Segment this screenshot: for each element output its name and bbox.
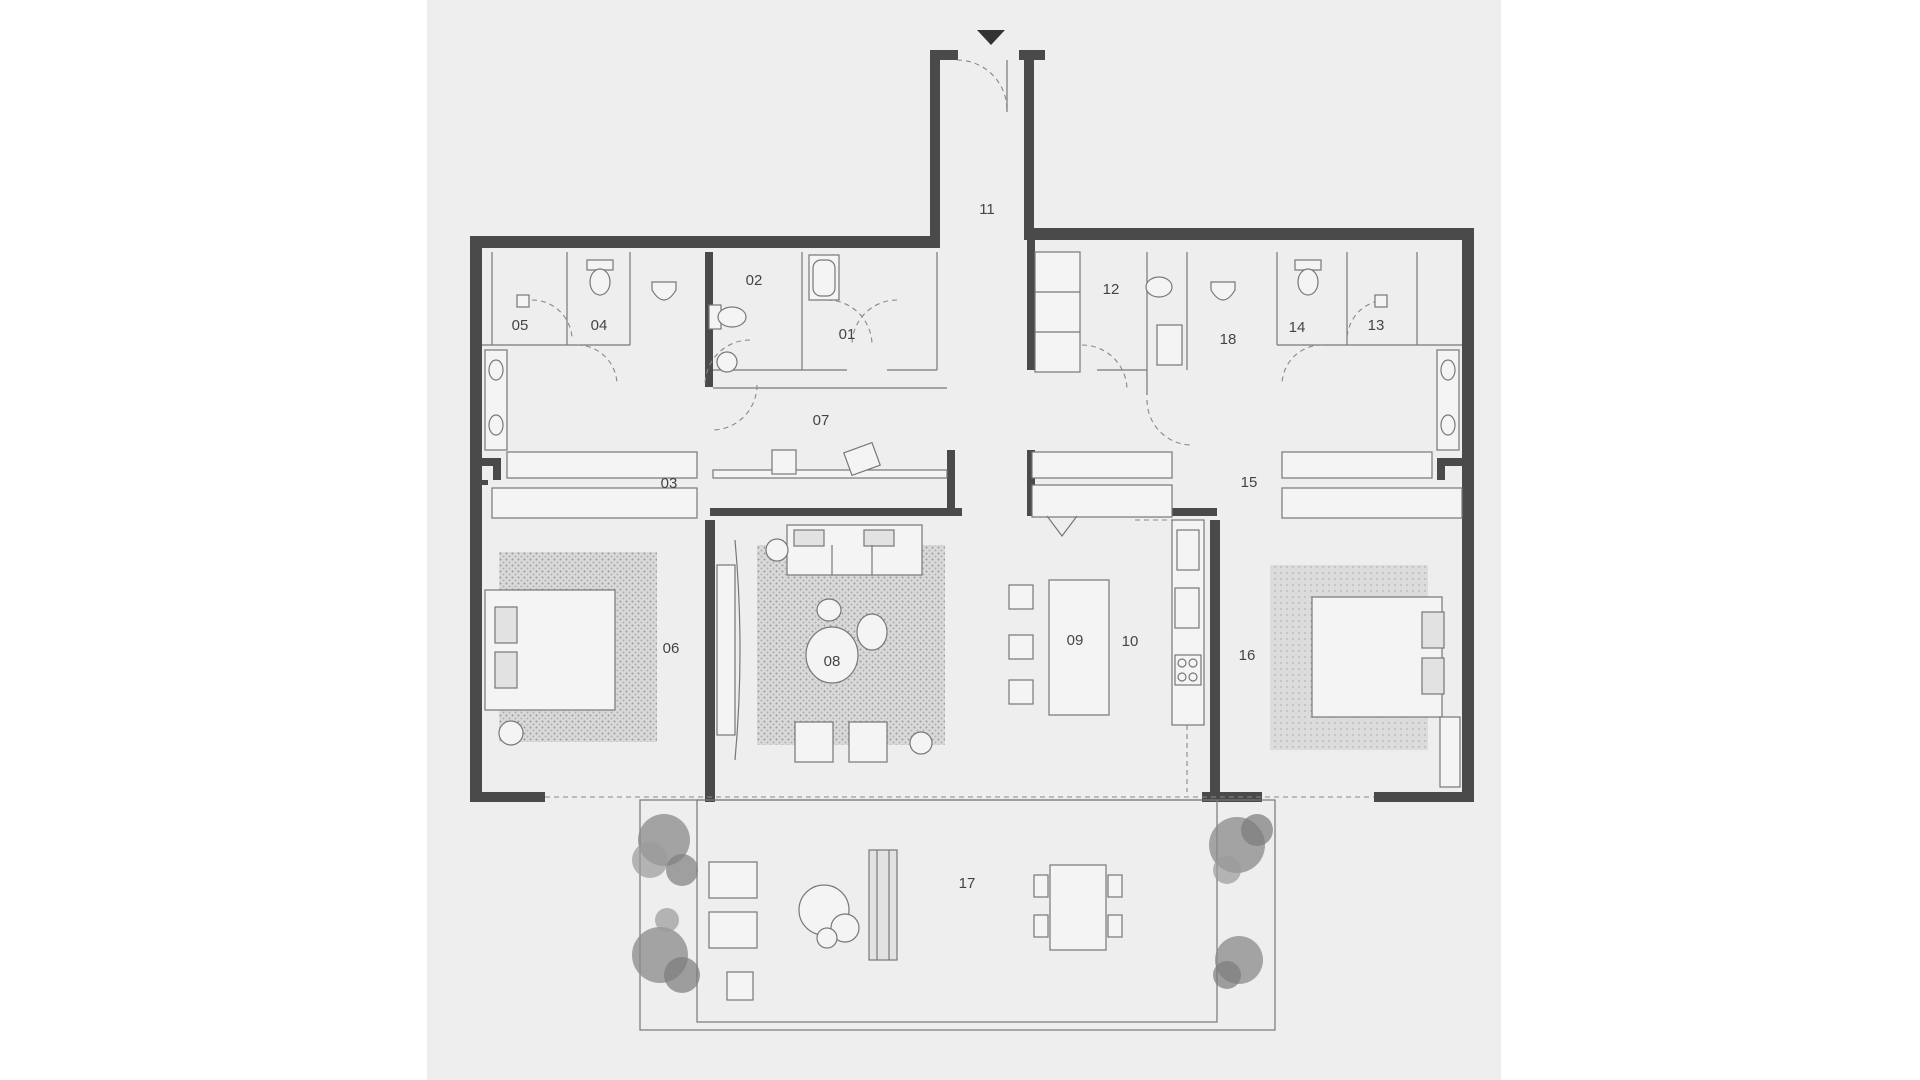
room-label-16: 16	[1239, 647, 1256, 664]
room-label-17: 17	[959, 875, 976, 892]
room-label-18: 18	[1220, 331, 1237, 348]
shower-icon	[516, 294, 530, 308]
armchair-icon	[848, 721, 888, 763]
room-label-04: 04	[591, 317, 608, 334]
armchair-icon	[771, 449, 797, 475]
room-label-05: 05	[512, 317, 529, 334]
bedroom-right	[1270, 565, 1461, 788]
bedroom-left	[484, 552, 657, 746]
room-label-13: 13	[1368, 317, 1385, 334]
terrace	[632, 799, 1276, 1031]
room-label-08: 08	[824, 653, 841, 670]
room-label-03: 03	[661, 475, 678, 492]
room-label-07: 07	[813, 412, 830, 429]
floor-plan: 01 02 03 04 05 06 07 08 09 10 11 12 13 1…	[470, 30, 1474, 1031]
doors	[531, 59, 1388, 446]
room-label-01: 01	[839, 326, 856, 343]
room-labels: 01 02 03 04 05 06 07 08 09 10 11 12 13 1…	[512, 201, 1385, 892]
dining-table-icon	[1049, 864, 1107, 951]
armchair-icon	[708, 861, 758, 899]
room-label-15: 15	[1241, 474, 1258, 491]
tree-icon	[1209, 814, 1273, 989]
toilet-icon	[717, 306, 747, 328]
kitchen-island-icon	[1048, 579, 1110, 716]
stove-icon	[1174, 654, 1202, 686]
kitchen	[1008, 515, 1205, 792]
toilet-icon	[1145, 276, 1173, 298]
shower-icon	[1374, 294, 1388, 308]
room-label-10: 10	[1122, 633, 1139, 650]
living-room	[716, 524, 945, 763]
study-furniture	[712, 441, 948, 479]
bed-icon	[1311, 596, 1443, 718]
sink-icon	[1176, 529, 1200, 571]
tree-icon	[632, 814, 700, 993]
wardrobes	[491, 451, 1463, 519]
room-label-02: 02	[746, 272, 763, 289]
room-label-12: 12	[1103, 281, 1120, 298]
room-label-14: 14	[1289, 319, 1306, 336]
plan-sheet: 01 02 03 04 05 06 07 08 09 10 11 12 13 1…	[427, 0, 1501, 1080]
room-label-11: 11	[979, 201, 995, 218]
room-label-06: 06	[663, 640, 680, 657]
entrance-arrow-icon	[977, 30, 1005, 45]
room-label-09: 09	[1067, 632, 1084, 649]
bathroom-fixtures	[484, 251, 1460, 451]
armchair-icon	[794, 721, 834, 763]
